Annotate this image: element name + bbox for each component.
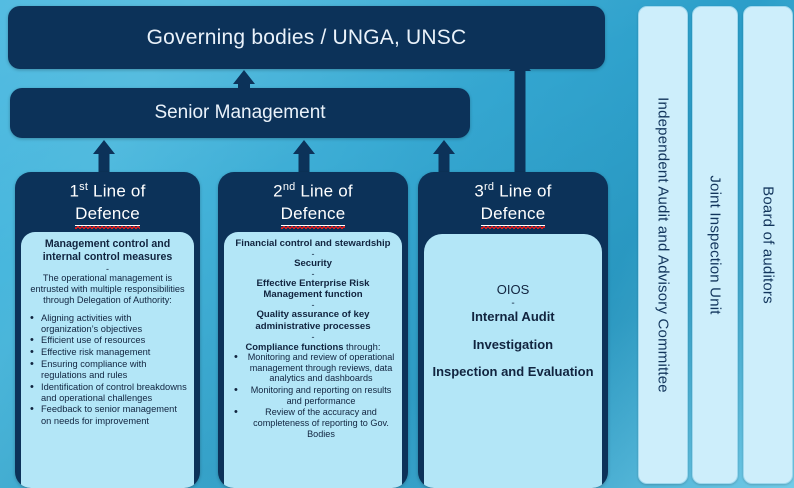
line-2-item-4: Quality assurance of key administrative … — [255, 309, 371, 332]
line-3-item-2: Internal Audit — [471, 309, 555, 325]
list-item: Review of the accuracy and completeness … — [234, 406, 396, 440]
line-2-title: 2nd Line of Defence — [218, 172, 408, 229]
line-3-body: OIOS - Internal Audit Investigation Insp… — [424, 234, 602, 488]
arrow-shaft — [238, 80, 250, 88]
arrow-head-icon — [509, 57, 531, 71]
list-item: Monitoring and reporting on results and … — [234, 384, 396, 407]
line-1-separator: - — [106, 263, 109, 274]
line-2-title-word: Defence — [280, 203, 346, 229]
line-of-defence-card-3: 3rd Line of Defence OIOS - Internal Audi… — [418, 172, 608, 488]
senior-management-label: Senior Management — [154, 102, 326, 123]
line-1-heading: Management control and internal control … — [42, 238, 173, 263]
side-panel-label: Joint Inspection Unit — [706, 175, 724, 315]
side-panel-label: Board of auditors — [759, 186, 777, 304]
list-item: Efficient use of resources — [30, 334, 188, 347]
list-item: Aligning activities with organization’s … — [30, 312, 188, 335]
line-2-separator: - — [311, 268, 315, 279]
list-item: Identification of control breakdowns and… — [30, 381, 188, 404]
line-1-ordinal-suffix: st — [79, 181, 89, 193]
governing-bodies-box: Governing bodies / UNGA, UNSC — [8, 6, 605, 69]
line-1-body: Management control and internal control … — [21, 232, 194, 488]
line-1-title-rest: Line of — [93, 181, 146, 201]
line-1-paragraph: The operational management is entrusted … — [30, 272, 185, 306]
side-panel-independent-audit-and-advisory-committee: Independent Audit and Advisory Committee — [638, 6, 688, 484]
senior-management-box: Senior Management — [10, 88, 470, 138]
list-item: Ensuring compliance with regulations and… — [30, 358, 188, 381]
line-1-bullet-list: Aligning activities with organization’s … — [27, 312, 188, 427]
line-1-title-word: Defence — [75, 203, 140, 229]
line-1-ordinal: 1 — [69, 181, 80, 201]
arrow-line2-to-senior — [288, 140, 320, 172]
arrow-shaft — [298, 152, 310, 172]
line-2-separator: - — [311, 248, 315, 259]
line-3-title: 3rd Line of Defence — [418, 172, 608, 229]
line-3-title-word: Defence — [480, 203, 546, 229]
side-panel-joint-inspection-unit: Joint Inspection Unit — [692, 6, 738, 484]
line-2-separator: - — [311, 331, 315, 342]
governing-bodies-label: Governing bodies / UNGA, UNSC — [146, 25, 467, 49]
line-3-separator: - — [511, 298, 515, 310]
line-2-bullet-list: Monitoring and review of operational man… — [230, 351, 396, 440]
list-item: Monitoring and review of operational man… — [234, 351, 396, 385]
line-2-compliance-label: Compliance functions — [245, 340, 344, 352]
line-3-item-3: Investigation — [472, 336, 554, 352]
line-2-item-3: Effective Enterprise Risk Management fun… — [256, 277, 370, 301]
line-2-compliance-suffix: through: — [343, 340, 381, 352]
line-2-ordinal-suffix: nd — [282, 181, 296, 193]
arrow-line3-to-governing — [504, 57, 536, 172]
line-3-ordinal-suffix: rd — [484, 181, 495, 193]
arrow-shaft — [514, 69, 526, 172]
line-1-title: 1st Line of Defence — [15, 172, 200, 229]
line-2-ordinal: 2 — [273, 181, 283, 201]
line-2-title-rest: Line of — [300, 181, 353, 201]
line-of-defence-card-1: 1st Line of Defence Management control a… — [15, 172, 200, 488]
side-panel-board-of-auditors: Board of auditors — [743, 6, 793, 484]
line-of-defence-card-2: 2nd Line of Defence Financial control an… — [218, 172, 408, 488]
arrow-shaft — [98, 152, 110, 172]
arrow-senior-to-governing — [228, 70, 260, 88]
side-panel-label: Independent Audit and Advisory Committee — [654, 97, 672, 393]
line-3-ordinal: 3 — [474, 181, 485, 201]
line-2-compliance-heading: Compliance functions through: — [230, 341, 396, 352]
line-3-title-rest: Line of — [499, 181, 552, 201]
line-2-body: Financial control and stewardship - Secu… — [224, 232, 402, 488]
list-item: Feedback to senior management on needs f… — [30, 403, 188, 426]
line-2-item-2: Security — [294, 257, 332, 269]
arrow-head-icon — [433, 140, 455, 154]
arrow-head-icon — [293, 140, 315, 154]
line-2-separator: - — [311, 300, 315, 310]
line-2-item-1: Financial control and stewardship — [235, 238, 391, 249]
list-item: Effective risk management — [30, 346, 188, 359]
line-3-item-4: Inspection and Evaluation — [432, 363, 594, 379]
arrow-shaft — [438, 152, 450, 172]
arrow-line1-to-senior — [88, 140, 120, 172]
arrow-head-icon — [93, 140, 115, 154]
line-3-item-1: OIOS — [496, 282, 530, 297]
arrow-line3-to-senior — [428, 140, 460, 172]
